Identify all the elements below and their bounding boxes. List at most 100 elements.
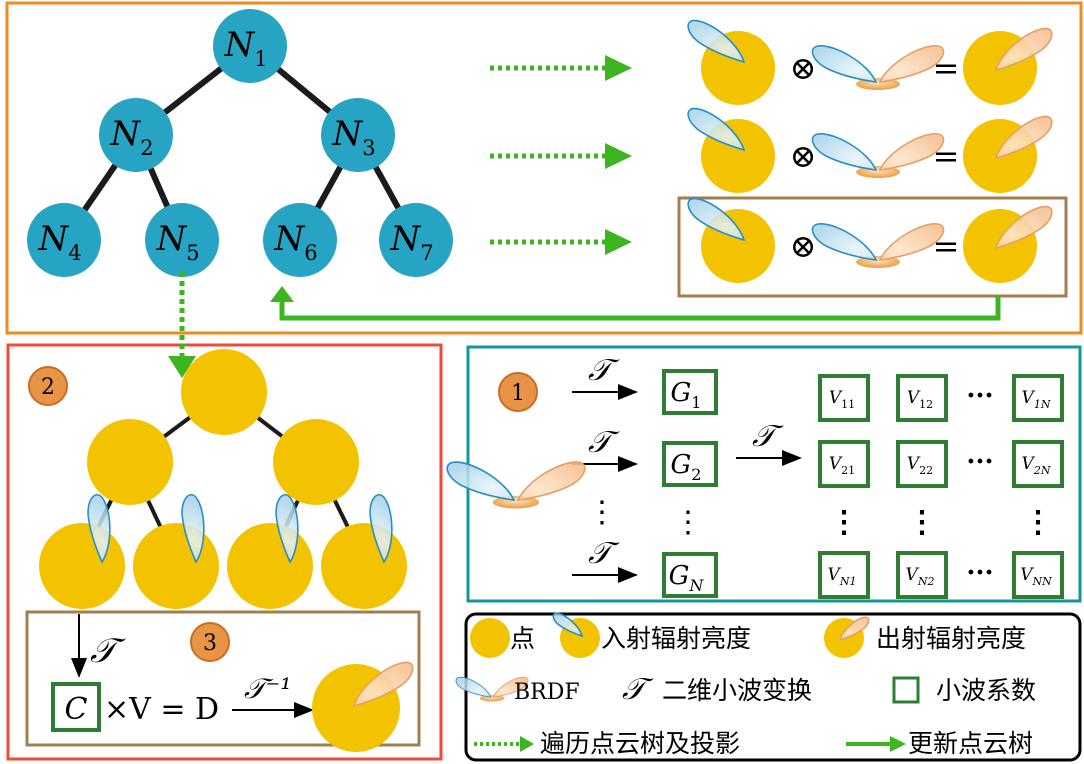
outgoing-lobe xyxy=(516,461,586,502)
v-label-3-3: VNN xyxy=(1020,565,1052,588)
leaf-point-4 xyxy=(321,523,407,609)
product-row-2: ⊗= xyxy=(687,107,1053,193)
legend-brdf-label: BRDF xyxy=(514,680,580,705)
legend-solid-arrowhead xyxy=(890,736,906,752)
product-rows: ⊗=⊗=⊗= xyxy=(687,19,1053,283)
v-box-2-2 xyxy=(896,440,948,488)
coeff-box-C xyxy=(51,682,101,732)
brdf-glyph xyxy=(455,676,529,702)
coeff-C-label: C xyxy=(65,692,88,727)
v-box-1-3 xyxy=(1012,374,1064,422)
outgoing-lobe xyxy=(994,205,1053,250)
brdf-glyph-panel1 xyxy=(446,461,586,509)
legend-traverse-label: 遍历点云树及投影 xyxy=(540,729,740,758)
v-box-2-1 xyxy=(818,440,870,488)
update-arrow xyxy=(270,286,1001,321)
result-point xyxy=(312,661,414,752)
tree-node-n7 xyxy=(379,203,453,277)
outgoing-lobe xyxy=(878,133,945,171)
equation-text: ×V = D xyxy=(104,692,219,727)
product-row-3: ⊗= xyxy=(687,197,1053,283)
inverse-transform-symbol: 𝒯⁻¹ xyxy=(244,672,291,705)
g-label-1: G1 xyxy=(671,378,702,412)
legend-coeff-box xyxy=(892,676,920,704)
top-panel-frame xyxy=(5,1,1083,335)
legend-glyphs xyxy=(455,612,870,702)
v-label-3-1: VN1 xyxy=(828,565,857,588)
tree-node-label-n3: N3 xyxy=(331,114,375,160)
v-row-dots-1: ··· xyxy=(966,381,993,411)
transform-symbol-1b: 𝒯 xyxy=(588,425,620,460)
g-box-3 xyxy=(662,552,718,598)
tree-node-label-n1: N1 xyxy=(223,25,267,71)
v-col-vdots-1: ⋮ xyxy=(829,505,859,540)
g-label-3: GN xyxy=(669,561,705,595)
v-col-vdots-2: ⋮ xyxy=(907,505,937,540)
tree-node-n2 xyxy=(99,98,173,172)
outgoing-lobe xyxy=(994,115,1053,160)
subtree-points xyxy=(87,349,359,505)
step-badges: 123 xyxy=(28,366,538,662)
v-box-3-1 xyxy=(818,551,870,599)
v-label-2-3: V2N xyxy=(1022,454,1051,477)
tree-node-label-n5: N5 xyxy=(155,219,199,265)
leaf-point-2 xyxy=(133,523,219,609)
legend-dotted-arrowhead xyxy=(520,736,534,752)
incident-lobe xyxy=(687,197,746,242)
tree-node-n1 xyxy=(213,9,287,83)
legend-transform-label: 二维小波变换 xyxy=(662,676,812,705)
step-badge-label-3: 3 xyxy=(203,631,217,656)
outgoing-lobe xyxy=(352,661,414,708)
brdf-glyph xyxy=(446,461,586,509)
legend-transform-symbol: 𝒯 xyxy=(622,672,654,707)
input-vdots: ⋮ xyxy=(587,495,617,530)
tree-node-n3 xyxy=(321,98,395,172)
otimes-symbol: ⊗ xyxy=(790,227,817,265)
step-badge-1 xyxy=(498,372,538,412)
equals-symbol: = xyxy=(933,137,960,175)
v-box-2-3 xyxy=(1012,440,1064,488)
incident-lobe xyxy=(369,493,393,564)
brdf-glyph xyxy=(811,133,945,178)
legend-point-glyph xyxy=(470,618,510,658)
outgoing-lobe xyxy=(838,616,870,642)
transform-symbol-1c: 𝒯 xyxy=(588,536,620,571)
legend-outgoing-label: 出射辐射亮度 xyxy=(876,624,1026,653)
v-row-dots-2: ··· xyxy=(966,447,993,477)
step-badge-label-1: 1 xyxy=(511,381,525,406)
g-box-2 xyxy=(662,441,718,487)
incident-lobe xyxy=(811,133,878,171)
left-panel-frame xyxy=(6,343,443,761)
leaf-point-3 xyxy=(227,523,313,609)
step3-frame xyxy=(25,610,421,747)
v-label-1-2: V12 xyxy=(907,388,933,411)
tree-node-label-n7: N7 xyxy=(389,219,433,265)
v-box-1-1 xyxy=(818,374,870,422)
v-label-1-1: V11 xyxy=(829,388,855,411)
tree-node-label-n4: N4 xyxy=(37,219,81,265)
v-box-3-2 xyxy=(896,551,948,599)
v-label-3-2: VN2 xyxy=(906,565,935,588)
incident-lobe xyxy=(446,461,516,502)
g-box-1 xyxy=(662,369,718,415)
transform-symbol-1a: 𝒯 xyxy=(588,353,620,388)
otimes-symbol: ⊗ xyxy=(790,49,817,87)
step-badge-3 xyxy=(190,622,230,662)
incident-lobe xyxy=(455,676,492,698)
legend-incident-label: 入射辐射亮度 xyxy=(601,624,751,653)
tree-node-n4 xyxy=(27,203,101,277)
leaf-points xyxy=(39,493,407,609)
transform-symbol-3: 𝒯 xyxy=(90,631,126,671)
g-label-2: G2 xyxy=(671,450,702,484)
incident-lobe xyxy=(181,493,205,564)
tree-node-label-n2: N2 xyxy=(109,114,153,160)
v-row-dots-3: ··· xyxy=(966,558,993,588)
transform-symbol-1d: 𝒯 xyxy=(752,419,784,454)
equals-symbol: = xyxy=(933,49,960,87)
brdf-glyph xyxy=(811,45,945,90)
v-label-2-2: V22 xyxy=(907,454,933,477)
tree-node-label-n6: N6 xyxy=(273,219,317,265)
outgoing-lobe xyxy=(492,676,529,698)
